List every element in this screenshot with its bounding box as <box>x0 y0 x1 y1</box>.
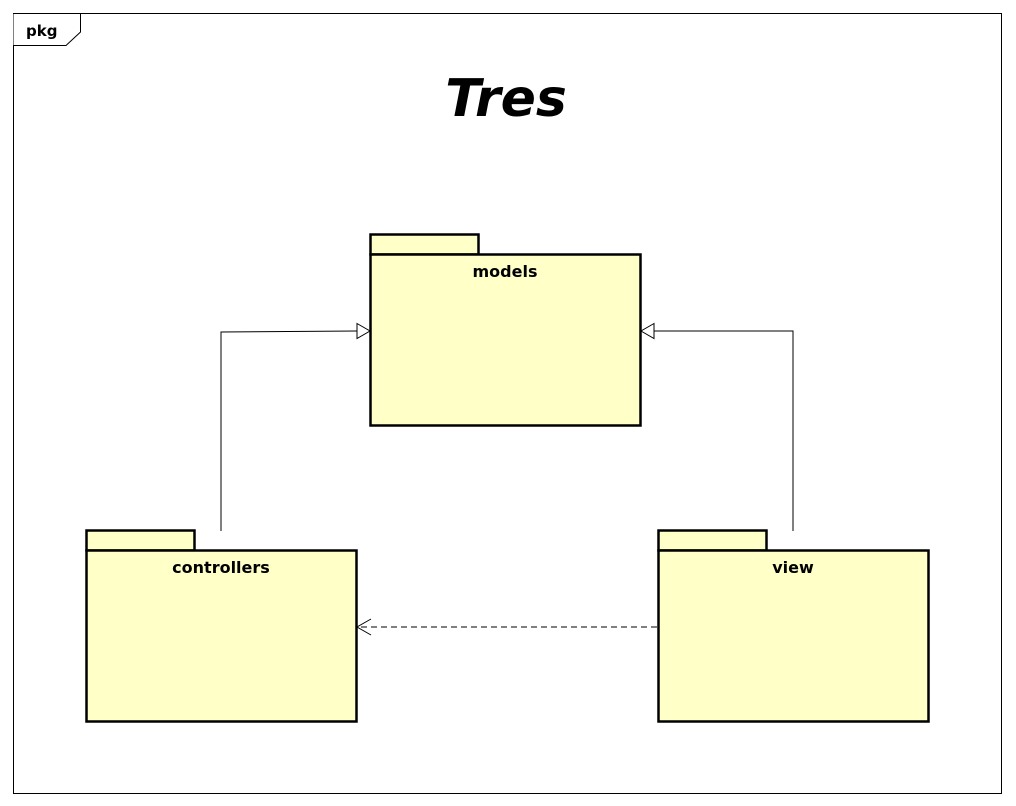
package-view[interactable]: view <box>657 529 930 723</box>
package-tab <box>369 233 480 256</box>
frame-kind-label: pkg <box>26 22 57 40</box>
generalization-view-models <box>654 330 794 531</box>
generalization-arrowhead-view <box>639 322 655 340</box>
generalization-controllers-models <box>220 330 358 531</box>
package-label: view <box>772 558 814 577</box>
package-label: models <box>473 262 538 281</box>
generalization-arrowhead-controllers <box>356 322 372 340</box>
diagram-title: Tres <box>445 69 567 129</box>
frame-kind-tag <box>13 13 81 46</box>
package-body <box>369 253 642 427</box>
package-label: controllers <box>172 558 270 577</box>
package-controllers[interactable]: controllers <box>85 529 358 723</box>
package-body <box>85 549 358 723</box>
package-tab <box>657 529 768 552</box>
package-tab <box>85 529 196 552</box>
package-models[interactable]: models <box>369 233 642 427</box>
package-body <box>657 549 930 723</box>
